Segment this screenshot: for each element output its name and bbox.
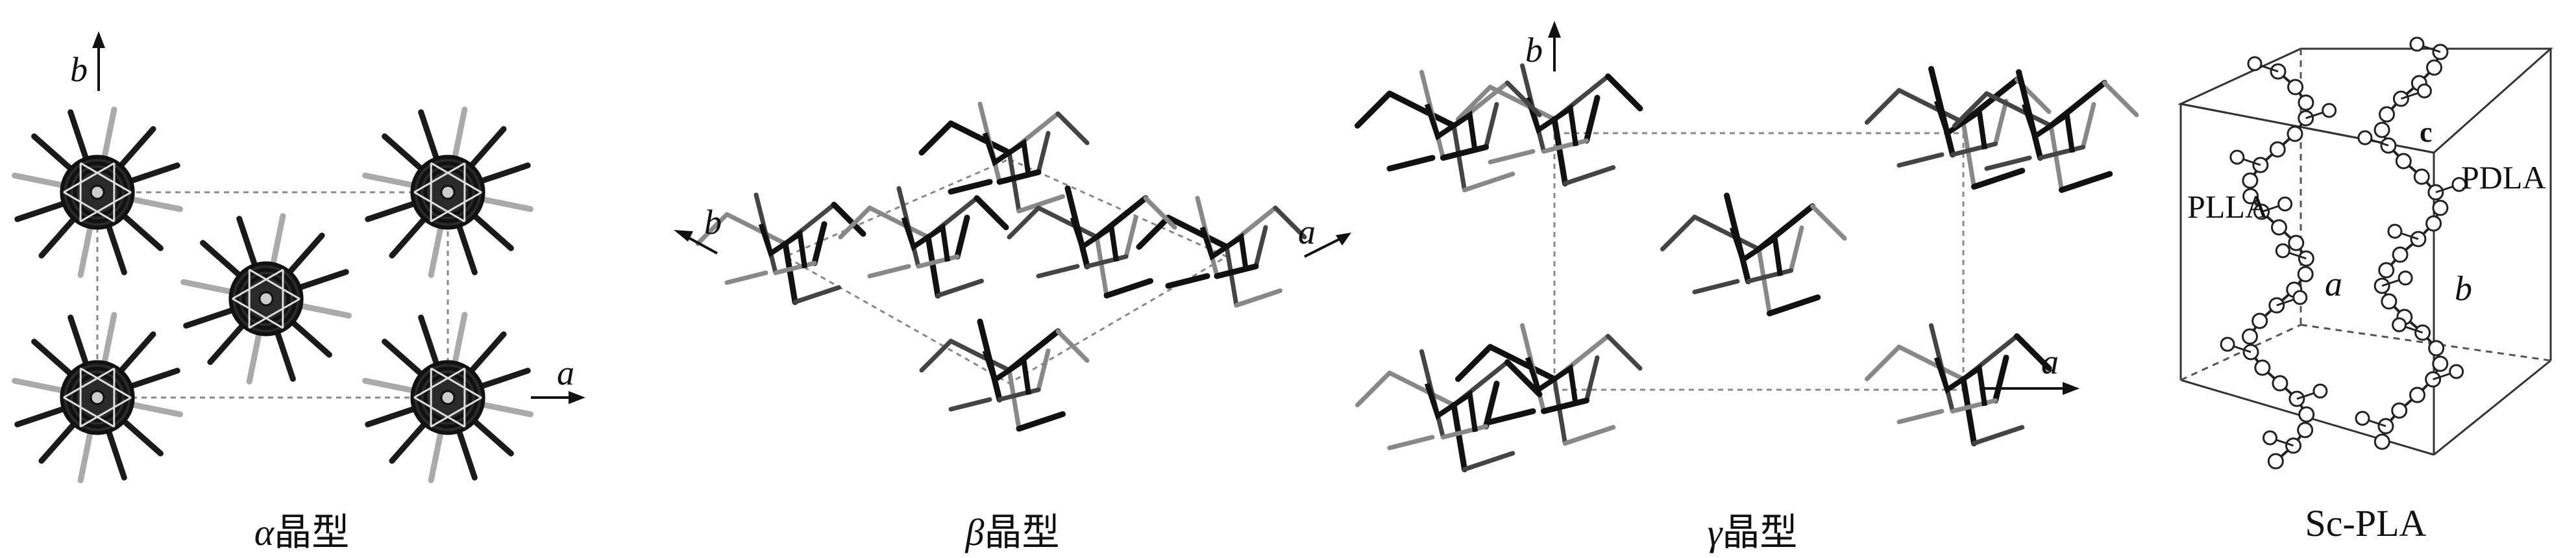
gamma-caption: γ晶型 — [1402, 501, 2103, 556]
molecule-cluster — [1865, 66, 2052, 190]
alpha-caption-suffix: 晶型 — [274, 511, 350, 553]
helix-rosette — [12, 312, 183, 483]
molecule-cluster — [919, 318, 1090, 432]
alpha-caption: α晶型 — [0, 501, 604, 556]
beta-molecule-clusters — [695, 101, 1307, 432]
pdla-helix-chain — [2355, 36, 2467, 450]
sc-a-axis-label: a — [2325, 264, 2342, 303]
pdla-label: PDLA — [2461, 159, 2546, 196]
gamma-caption-suffix: 晶型 — [1722, 511, 1798, 553]
gamma-structure-diagram: b a — [1355, 21, 2139, 472]
molecule-cluster — [1660, 192, 1847, 316]
molecule-cluster — [1865, 323, 2052, 446]
sc-pla-unit-cell-box — [2177, 47, 2553, 456]
gamma-b-axis-label: b — [1525, 31, 1543, 70]
sc-b-axis-label: b — [2455, 269, 2472, 308]
molecule-cluster — [1456, 63, 1643, 186]
beta-a-axis-arrow — [1304, 236, 1344, 258]
panel-beta-form: b a β晶型 — [656, 0, 1369, 558]
c-axis-label: c — [2420, 116, 2433, 148]
molecule-cluster — [1136, 196, 1307, 308]
beta-structure-diagram: b a — [674, 101, 1351, 432]
sc-pla-helix-chains — [2220, 36, 2467, 470]
beta-a-axis-label: a — [1298, 212, 1316, 251]
molecule-cluster — [1952, 69, 2139, 193]
alpha-unit-cell — [96, 191, 449, 399]
sc-pla-caption: Sc-PLA — [2305, 502, 2427, 544]
beta-symbol: β — [965, 511, 985, 553]
alpha-molecule-clusters — [12, 107, 534, 483]
molecule-cluster — [1007, 185, 1177, 299]
beta-caption-suffix: 晶型 — [984, 511, 1060, 553]
panel-alpha-form: b a α晶型 — [0, 0, 604, 558]
sc-pla-structure-diagram: PLLA PDLA c a b — [2177, 36, 2553, 470]
helix-rosette — [362, 312, 534, 483]
plla-label: PLLA — [2187, 188, 2268, 225]
molecule-cluster — [918, 101, 1090, 214]
gamma-unit-cell — [1553, 132, 1965, 391]
gamma-symbol: γ — [1707, 511, 1723, 553]
molecule-cluster — [1355, 349, 1543, 472]
panel-sc-pla: PLLA PDLA c a b Sc-PLA — [2161, 0, 2570, 558]
alpha-a-axis-label: a — [557, 353, 574, 392]
beta-unit-cell — [783, 158, 1229, 385]
beta-caption: β晶型 — [656, 501, 1369, 556]
helix-rosette — [180, 213, 352, 385]
helix-rosette — [12, 107, 183, 278]
gamma-molecule-clusters — [1355, 63, 2139, 472]
panel-gamma-form: b a γ晶型 — [1355, 0, 2139, 558]
beta-b-axis-label: b — [704, 203, 722, 242]
molecule-cluster — [838, 186, 1009, 299]
gamma-a-axis-label: a — [2041, 342, 2059, 381]
molecule-cluster — [1355, 70, 1542, 192]
molecule-cluster — [695, 192, 866, 305]
helix-rosette — [362, 107, 534, 278]
alpha-b-axis-label: b — [70, 50, 88, 89]
alpha-structure-diagram: b a — [12, 31, 585, 483]
plla-helix-chain — [2220, 56, 2337, 470]
alpha-symbol: α — [254, 511, 275, 553]
